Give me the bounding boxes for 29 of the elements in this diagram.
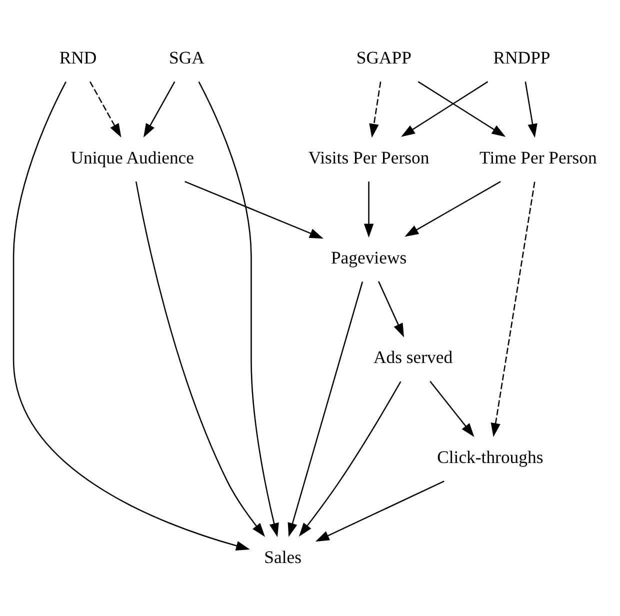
arrow [198, 81, 279, 537]
arrow [288, 281, 364, 536]
arrow [298, 380, 402, 536]
arrow [430, 380, 474, 436]
node-text: Visits Per Person [308, 146, 430, 167]
arrow [364, 181, 374, 238]
node-text: Click-throughs [437, 446, 544, 466]
node-text: RND [59, 46, 97, 67]
arrow [135, 180, 266, 536]
arrow [315, 480, 444, 542]
node-text: Unique Audience [70, 146, 194, 167]
arrow [401, 80, 488, 136]
arrow [90, 80, 122, 138]
node-text: SGA [169, 46, 204, 67]
node-text: RNDPP [493, 46, 550, 67]
node-text: Ads served [373, 346, 453, 367]
arrow [418, 80, 506, 136]
arrow [184, 180, 324, 238]
arrow [490, 181, 536, 437]
arrow [378, 280, 404, 337]
node-text: Pageviews [330, 246, 407, 267]
node-text: Sales [264, 546, 302, 566]
arrow [524, 81, 538, 138]
node-text: SGAPP [356, 46, 412, 67]
arrow [404, 180, 501, 236]
node-text: Time Per Person [480, 146, 597, 167]
arrow [143, 80, 176, 138]
arrow [369, 81, 382, 138]
arrow [12, 81, 250, 550]
